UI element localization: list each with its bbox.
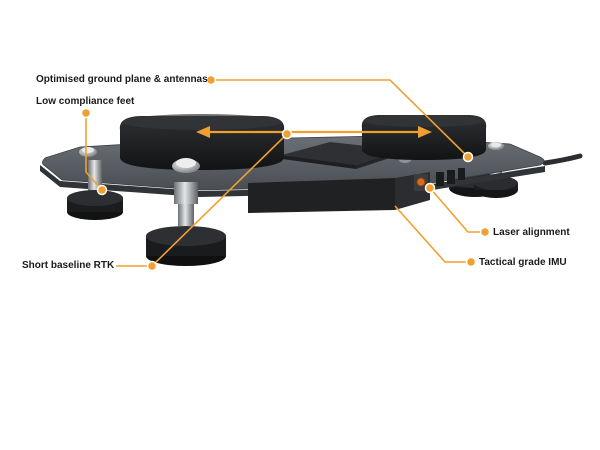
corner-bolts: [79, 142, 504, 163]
dot-ground-plane-start: [205, 74, 217, 86]
antenna-right: [361, 115, 487, 160]
label-feet: Low compliance feet: [36, 96, 135, 107]
dot-laser-start: [424, 182, 436, 194]
laser-module: [414, 168, 465, 191]
dot-ground-plane-end: [462, 151, 474, 163]
antenna-left: [119, 114, 285, 170]
dot-laser-end: [479, 226, 491, 238]
label-imu: Tactical grade IMU: [479, 257, 567, 268]
foot-front-center: [146, 158, 226, 266]
leader-laser: [429, 187, 485, 233]
dot-rtk-end: [281, 128, 293, 140]
leader-ground-plane: [211, 79, 469, 158]
label-rtk: Short baseline RTK: [22, 260, 115, 271]
foot-front-left: [67, 160, 123, 220]
dot-feet-start: [80, 107, 92, 119]
dot-feet-end: [96, 184, 108, 196]
baseline-arrow: [196, 126, 432, 138]
leader-imu: [394, 205, 471, 263]
label-laser: Laser alignment: [493, 227, 570, 238]
leader-feet: [85, 113, 103, 191]
cable: [542, 153, 583, 166]
label-ground-plane: Optimised ground plane & antennas: [36, 74, 208, 85]
dot-rtk-start: [146, 260, 158, 272]
center-pad-side: [282, 155, 356, 169]
dot-imu-end: [465, 256, 477, 268]
